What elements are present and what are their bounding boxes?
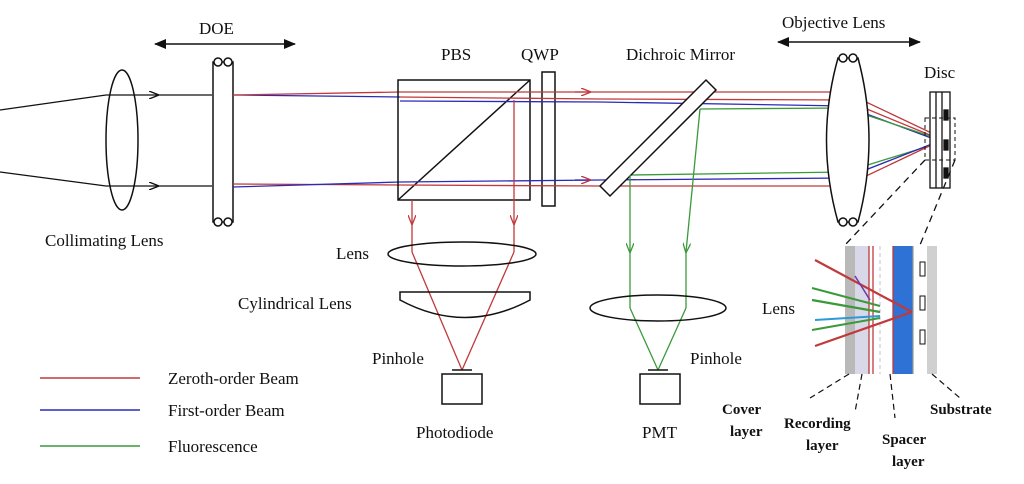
dichroic-mirror-label: Dichroic Mirror <box>626 45 735 64</box>
doe-label: DOE <box>199 19 234 38</box>
photodiode-detector <box>441 369 483 405</box>
legend-label-zeroth: Zeroth-order Beam <box>168 369 299 388</box>
cover-layer-label-2: layer <box>730 424 763 440</box>
qwp-label: QWP <box>521 45 559 64</box>
pinhole-label-left: Pinhole <box>372 349 424 368</box>
lens-label: Lens <box>336 244 369 263</box>
layer-pointers <box>809 373 961 419</box>
cover-layer-label-1: Cover <box>722 402 761 418</box>
pbs-label: PBS <box>441 45 471 64</box>
legend: Zeroth-order Beam First-order Beam Fluor… <box>40 369 299 456</box>
cylindrical-lens <box>399 291 531 319</box>
pmt-lens <box>589 294 727 322</box>
zoom-lines <box>844 159 956 246</box>
recording-layer-label-2: layer <box>806 438 839 454</box>
legend-label-first: First-order Beam <box>168 401 285 420</box>
objective-lens-label: Objective Lens <box>782 13 885 32</box>
spacer-layer-label-1: Spacer <box>882 432 927 448</box>
beams-pbs-to-objective <box>399 92 846 187</box>
disc-label: Disc <box>924 63 956 82</box>
qwp-plate <box>541 71 556 207</box>
disc-detail <box>811 246 937 374</box>
doe-element <box>212 57 234 227</box>
collimating-lens <box>105 69 139 211</box>
substrate-label: Substrate <box>930 402 992 418</box>
detail-lens-label: Lens <box>762 299 795 318</box>
collimating-lens-label: Collimating Lens <box>45 231 164 250</box>
cylindrical-lens-label: Cylindrical Lens <box>238 294 352 313</box>
spacer-layer-label-2: layer <box>892 454 925 470</box>
dichroic-mirror <box>598 78 718 198</box>
recording-layer-label-1: Recording <box>784 416 851 432</box>
objective-lens <box>825 53 870 227</box>
detector-lens <box>387 241 537 267</box>
beams-doe-to-pbs <box>232 91 401 188</box>
input-beams <box>0 95 212 186</box>
pmt-detector <box>639 369 681 405</box>
pmt-label: PMT <box>642 423 678 442</box>
pinhole-label-right: Pinhole <box>690 349 742 368</box>
return-beams-detector <box>412 100 514 371</box>
photodiode-label: Photodiode <box>416 423 493 442</box>
disc-detail-marker <box>924 117 956 161</box>
disc <box>929 91 951 189</box>
legend-label-fluorescence: Fluorescence <box>168 437 258 456</box>
pbs-cube <box>397 79 531 201</box>
fluorescence-to-pmt <box>630 108 701 371</box>
